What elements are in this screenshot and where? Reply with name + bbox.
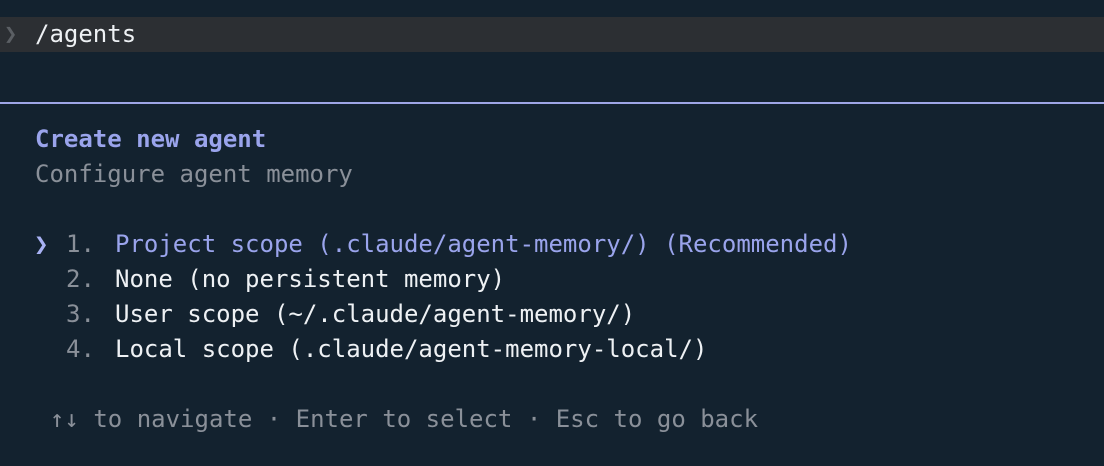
option-number: 4. [66,335,95,363]
prompt-chevron-icon: ❯ [4,22,18,47]
option-label: Project scope (.claude/agent-memory/) (R… [115,230,852,258]
option-user-scope[interactable]: 3. User scope (~/.claude/agent-memory/) [0,297,1000,332]
option-number: 1. [66,230,95,258]
command-text: /agents [35,20,137,48]
option-number: 2. [66,265,95,293]
dialog-divider [0,102,1104,104]
selection-cursor-icon: ❯ [34,230,49,258]
option-number: 3. [66,300,95,328]
keyboard-hint: ↑↓ to navigate · Enter to select · Esc t… [50,405,759,433]
option-label: None (no persistent memory) [115,265,506,293]
dialog-title: Create new agent [35,125,267,153]
command-input-bar[interactable]: ❯ /agents [0,17,1104,52]
option-project-scope[interactable]: ❯ 1. Project scope (.claude/agent-memory… [0,227,1000,262]
option-label: User scope (~/.claude/agent-memory/) [115,300,636,328]
option-none[interactable]: 2. None (no persistent memory) [0,262,1000,297]
option-label: Local scope (.claude/agent-memory-local/… [115,335,708,363]
dialog-subtitle: Configure agent memory [35,160,353,188]
option-local-scope[interactable]: 4. Local scope (.claude/agent-memory-loc… [0,332,1000,367]
